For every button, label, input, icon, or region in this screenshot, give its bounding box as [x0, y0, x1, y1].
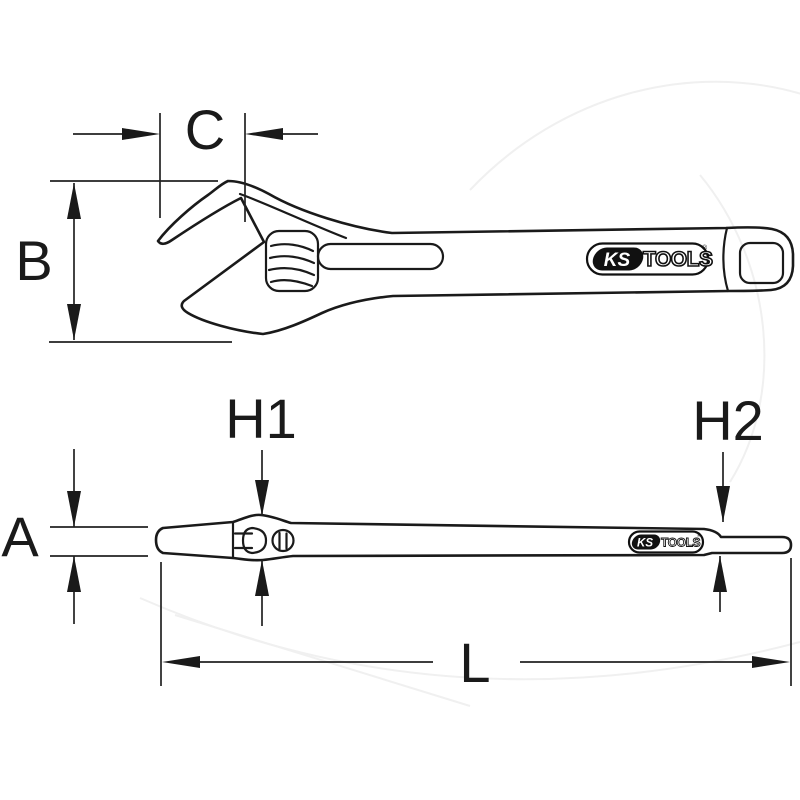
registered-mark: ®: [702, 244, 708, 252]
jaw-knuckle: [241, 526, 268, 555]
a-arrowhead-up: [67, 556, 81, 592]
dimension-a: A: [1, 449, 148, 624]
h1-arrowhead-up: [255, 560, 269, 596]
c-arrowhead-right: [245, 128, 283, 140]
ks-pill-small: [631, 534, 661, 550]
hanging-hole: [738, 241, 785, 285]
wrench-side-view: KS TOOLS ®: [154, 513, 793, 562]
h2-arrowhead-up: [713, 556, 727, 592]
neck-slot: [316, 242, 445, 271]
tools-logo-text: TOOLS: [643, 248, 713, 271]
pivot-screw: [271, 528, 295, 553]
ks-tools-logo-top: KS TOOLS ®: [585, 242, 714, 276]
watermark-arcs: [139, 80, 800, 707]
dim-label-c: C: [185, 98, 225, 161]
dimension-c: C: [73, 98, 318, 222]
c-arrowhead-left: [122, 128, 160, 140]
l-arrowhead-right: [752, 656, 790, 668]
dim-label-b: B: [15, 229, 52, 292]
ks-pill: [592, 247, 644, 271]
wrench-top-view: KS TOOLS ®: [156, 179, 795, 336]
h2-arrowhead-down: [716, 486, 730, 522]
h1-arrowhead-down: [255, 480, 269, 516]
endcap-separation-line: [722, 226, 730, 293]
head-boss-line: [238, 192, 348, 240]
tools-logo-text-small: TOOLS: [661, 536, 701, 550]
dim-label-h2: H2: [692, 389, 764, 452]
dimension-b: B: [15, 180, 232, 343]
dimension-h2: H2: [692, 389, 764, 612]
dim-label-h1: H1: [225, 387, 297, 450]
ks-tools-logo-side: KS TOOLS ®: [627, 530, 705, 554]
pivot-screw-slot: [278, 531, 288, 551]
wrench-side-outline: [154, 513, 793, 562]
dimension-l: L: [160, 558, 792, 694]
registered-mark-small: ®: [697, 532, 701, 538]
dim-label-a: A: [1, 505, 39, 568]
ks-logo-text: KS: [604, 250, 631, 271]
dim-label-l: L: [459, 631, 490, 694]
knurl-ridges: [267, 243, 316, 288]
a-arrowhead-down: [67, 491, 81, 527]
l-arrowhead-left: [162, 656, 200, 668]
b-arrowhead-top: [67, 183, 81, 219]
ks-logo-text-small: KS: [637, 538, 653, 550]
b-arrowhead-bottom: [67, 304, 81, 340]
dimension-h1: H1: [225, 387, 297, 626]
